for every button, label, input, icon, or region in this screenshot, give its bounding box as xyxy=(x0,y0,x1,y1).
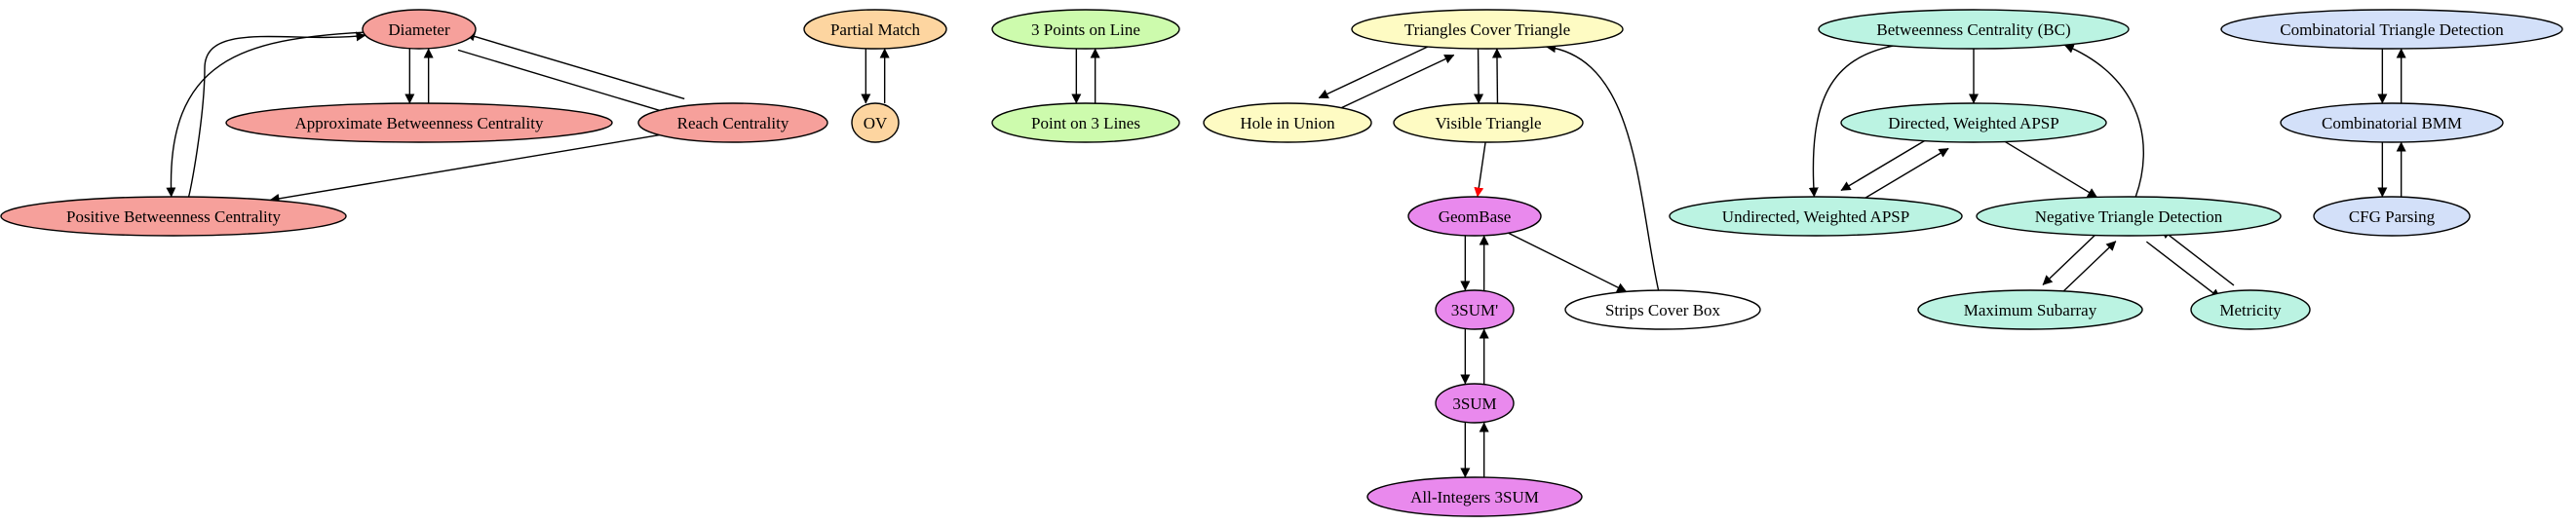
edge-hole_union-to-tri_cover_tri xyxy=(1330,54,1455,114)
node-shape xyxy=(991,102,1180,143)
node-shape xyxy=(1564,289,1761,330)
node-threesum-prime: 3SUM' xyxy=(1435,289,1515,330)
node-label: GeomBase xyxy=(1439,207,1512,226)
node-shape xyxy=(1818,9,2130,50)
node-label: Undirected, Weighted APSP xyxy=(1722,207,1909,226)
node-label: Combinatorial Triangle Detection xyxy=(2280,20,2504,39)
node-label: Directed, Weighted APSP xyxy=(1888,114,2058,132)
node-max-subarray: Maximum Subarray xyxy=(1917,289,2143,330)
node-label: 3SUM xyxy=(1452,394,1496,413)
node-label: Betweenness Centrality (BC) xyxy=(1876,20,2070,39)
node-point-three-lines: Point on 3 Lines xyxy=(991,102,1180,143)
node-shape xyxy=(637,102,828,143)
edge-diameter-to-pos_bc xyxy=(166,31,364,198)
edge-pos_bc-to-diameter xyxy=(187,31,366,198)
edge-undir_apsp-to-dir_apsp xyxy=(1854,147,1949,206)
edge-geombase-to-strips_box xyxy=(1508,232,1628,293)
node-tri-cover-tri: Triangles Cover Triangle xyxy=(1351,9,1624,50)
node-label: Reach Centrality xyxy=(677,114,789,132)
edge-neg_tri-to-bc xyxy=(2063,44,2144,198)
node-label: CFG Parsing xyxy=(2349,207,2436,226)
edge-dir_apsp-to-neg_tri xyxy=(2004,140,2098,199)
node-shape xyxy=(1351,9,1624,50)
node-hole-union: Hole in Union xyxy=(1203,102,1372,143)
edge-dir_apsp-to-undir_apsp xyxy=(1840,133,1936,192)
edge-bc-to-undir_apsp xyxy=(1808,45,1894,198)
node-visible-tri: Visible Triangle xyxy=(1393,102,1584,143)
edge-visible_tri-to-geombase xyxy=(1474,141,1486,198)
edge-tri_cover_tri-to-visible_tri xyxy=(1474,49,1484,104)
node-reach: Reach Centrality xyxy=(637,102,828,143)
node-shape xyxy=(2190,289,2311,330)
node-label: 3SUM' xyxy=(1451,301,1498,319)
node-bc: Betweenness Centrality (BC) xyxy=(1818,9,2130,50)
node-neg-tri: Negative Triangle Detection xyxy=(1976,196,2282,237)
node-shape xyxy=(1407,196,1542,237)
node-label: Triangles Cover Triangle xyxy=(1404,20,1570,39)
node-shape xyxy=(803,9,947,50)
node-label: Combinatorial BMM xyxy=(2322,114,2462,132)
edge-max_subarray-to-neg_tri xyxy=(2057,241,2117,297)
node-shape xyxy=(225,102,613,143)
node-shape xyxy=(2313,196,2471,237)
node-partial-match: Partial Match xyxy=(803,9,947,50)
node-approx-bc: Approximate Betweenness Centrality xyxy=(225,102,613,143)
edge-neg_tri-to-metricity xyxy=(2145,241,2221,299)
edges-layer xyxy=(166,31,2406,478)
node-label: Hole in Union xyxy=(1240,114,1335,132)
node-shape xyxy=(0,196,347,237)
node-label: All-Integers 3SUM xyxy=(1410,488,1539,506)
node-allint-3sum: All-Integers 3SUM xyxy=(1366,476,1583,517)
node-shape xyxy=(991,9,1180,50)
edge-reach-to-pos_bc xyxy=(269,133,660,204)
node-shape xyxy=(851,102,900,143)
node-ov: OV xyxy=(851,102,900,143)
node-label: 3 Points on Line xyxy=(1031,20,1140,39)
node-comb-bmm: Combinatorial BMM xyxy=(2280,102,2504,143)
node-shape xyxy=(1203,102,1372,143)
edge-strips_box-to-tri_cover_tri xyxy=(1546,43,1660,291)
node-label: Metricity xyxy=(2219,301,2282,319)
node-label: Point on 3 Lines xyxy=(1031,114,1140,132)
node-label: Maximum Subarray xyxy=(1964,301,2097,319)
node-shape xyxy=(1840,102,2107,143)
node-shape xyxy=(1917,289,2143,330)
node-label: OV xyxy=(864,114,888,132)
node-shape xyxy=(362,9,477,50)
edge-neg_tri-to-max_subarray xyxy=(2042,229,2101,285)
node-pos-bc: Positive Betweenness Centrality xyxy=(0,196,347,237)
edge-tri_cover_tri-to-hole_union xyxy=(1318,40,1442,99)
node-shape xyxy=(1669,196,1963,237)
node-label: Visible Triangle xyxy=(1435,114,1541,132)
node-strips-box: Strips Cover Box xyxy=(1564,289,1761,330)
node-shape xyxy=(2220,9,2563,50)
node-undir-apsp: Undirected, Weighted APSP xyxy=(1669,196,1963,237)
edge-reach-to-diameter xyxy=(465,31,685,100)
node-shape xyxy=(1435,383,1515,424)
node-metricity: Metricity xyxy=(2190,289,2311,330)
node-shape xyxy=(1393,102,1584,143)
node-cfg: CFG Parsing xyxy=(2313,196,2471,237)
node-label: Diameter xyxy=(388,20,450,39)
node-comb-tri: Combinatorial Triangle Detection xyxy=(2220,9,2563,50)
node-label: Negative Triangle Detection xyxy=(2035,207,2223,226)
node-shape xyxy=(2280,102,2504,143)
edge-diameter-to-reach xyxy=(457,49,674,117)
node-label: Positive Betweenness Centrality xyxy=(66,207,282,226)
node-label: Approximate Betweenness Centrality xyxy=(295,114,544,132)
node-dir-apsp: Directed, Weighted APSP xyxy=(1840,102,2107,143)
node-diameter: Diameter xyxy=(362,9,477,50)
node-shape xyxy=(1435,289,1515,330)
node-label: Strips Cover Box xyxy=(1605,301,1721,319)
edge-visible_tri-to-tri_cover_tri xyxy=(1491,48,1502,103)
node-shape xyxy=(1976,196,2282,237)
node-threesum: 3SUM xyxy=(1435,383,1515,424)
node-shape xyxy=(1366,476,1583,517)
node-geombase: GeomBase xyxy=(1407,196,1542,237)
node-label: Partial Match xyxy=(830,20,921,39)
node-three-points: 3 Points on Line xyxy=(991,9,1180,50)
edge-metricity-to-neg_tri xyxy=(2160,228,2235,286)
